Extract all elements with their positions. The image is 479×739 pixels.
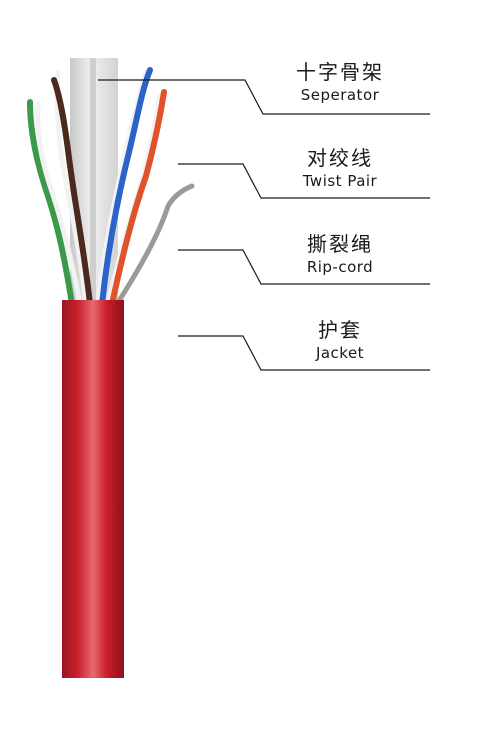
leader-line-rip-cord [178, 249, 430, 285]
orange-wire [109, 89, 167, 307]
twist-pair-orange [105, 89, 167, 307]
twist-pair-green [27, 99, 83, 307]
leader-lines [98, 79, 430, 371]
label-twist-pair: 对绞线 Twist Pair [245, 148, 435, 189]
label-separator: 十字骨架 Seperator [245, 62, 435, 103]
label-separator-cn: 十字骨架 [296, 60, 384, 84]
separator-center-fin [90, 58, 96, 306]
separator [70, 58, 118, 306]
twist-pair-blue [95, 67, 153, 307]
label-jacket: 护套 Jacket [245, 320, 435, 361]
rip-cord [114, 183, 195, 307]
label-rip-cord-en: Rip-cord [306, 258, 374, 276]
brown-wire [51, 77, 93, 307]
blue-wire [99, 67, 153, 307]
leader-line-twist-pair [178, 163, 430, 199]
twist-pair-brown [51, 69, 93, 307]
label-jacket-cn: 护套 [318, 318, 362, 342]
label-twist-pair-en: Twist Pair [302, 172, 378, 190]
label-rip-cord-cn: 撕裂绳 [307, 232, 373, 256]
label-separator-en: Seperator [300, 86, 380, 104]
green-white-wire [35, 101, 83, 307]
label-twist-pair-cn: 对绞线 [307, 146, 373, 170]
label-jacket-en: Jacket [315, 344, 365, 362]
green-wire [27, 99, 75, 307]
leader-line-separator [98, 79, 430, 115]
label-rip-cord: 撕裂绳 Rip-cord [245, 234, 435, 275]
jacket [62, 300, 124, 678]
leader-line-jacket [178, 335, 430, 371]
